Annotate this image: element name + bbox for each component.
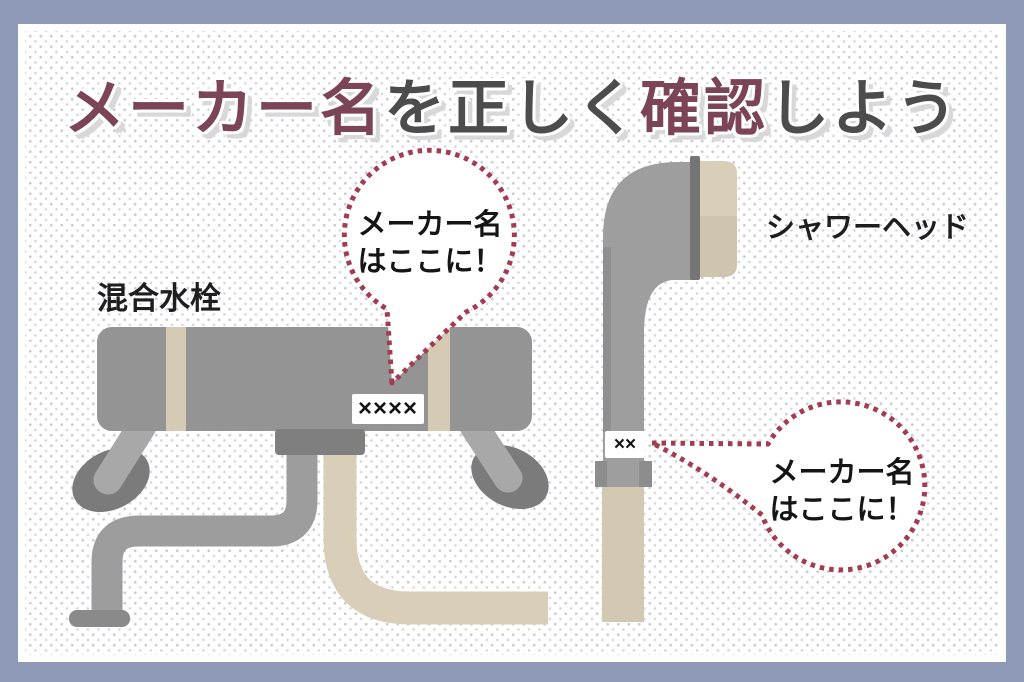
- faucet-spout-pipe: [91, 433, 318, 613]
- speech-bubble-right: [649, 399, 928, 573]
- speech-bubble-left-line2: はここに！: [357, 246, 503, 278]
- faucet-handle-right-lever: [459, 411, 523, 493]
- manufacturer-name-plate-shower: ××: [605, 431, 645, 458]
- speech-bubble-left: [341, 147, 517, 386]
- speech-bubble-right-line1: メーカー名: [769, 457, 915, 489]
- title-segment-correctly: を正しく: [383, 74, 640, 142]
- speech-bubble-left-line1: メーカー名: [357, 209, 503, 241]
- shower-connector-nut-face: [607, 461, 639, 487]
- shower-handle: [603, 162, 691, 464]
- speech-bubble-right-text: メーカー名 はここに！: [758, 455, 926, 529]
- mixer-faucet-label: 混合水栓: [97, 281, 221, 316]
- shower-head-plate: [690, 156, 700, 280]
- faucet-body: [97, 327, 532, 431]
- faucet-spout-base: [275, 429, 365, 455]
- faucet-handle-left-lever: [93, 411, 157, 495]
- faucet-body-stripe-right: [428, 327, 450, 431]
- title-segment-lets: しよう: [768, 74, 961, 142]
- shower-hose: [602, 478, 644, 622]
- shower-head-label: シャワーヘッド: [766, 212, 970, 244]
- speech-bubble-left-text: メーカー名 はここに！: [344, 207, 516, 281]
- shower-head-illustration: [595, 156, 737, 622]
- manufacturer-name-plate-faucet: ××××: [352, 394, 424, 424]
- title-segment-check: 確認: [640, 74, 769, 142]
- speech-bubble-right-line2: はここに！: [769, 494, 915, 526]
- faucet-body-stripe-left: [166, 327, 186, 431]
- faucet-spout-flange: [69, 610, 130, 627]
- title-segment-maker-name: メーカー名: [63, 74, 384, 142]
- page-title: メーカー名を正しく確認しよう: [0, 58, 1024, 147]
- shower-head-face-shade: [700, 216, 737, 277]
- shower-handle-shade: [603, 247, 611, 432]
- faucet-shower-hose: [323, 450, 548, 625]
- mixer-faucet-illustration: [69, 327, 549, 627]
